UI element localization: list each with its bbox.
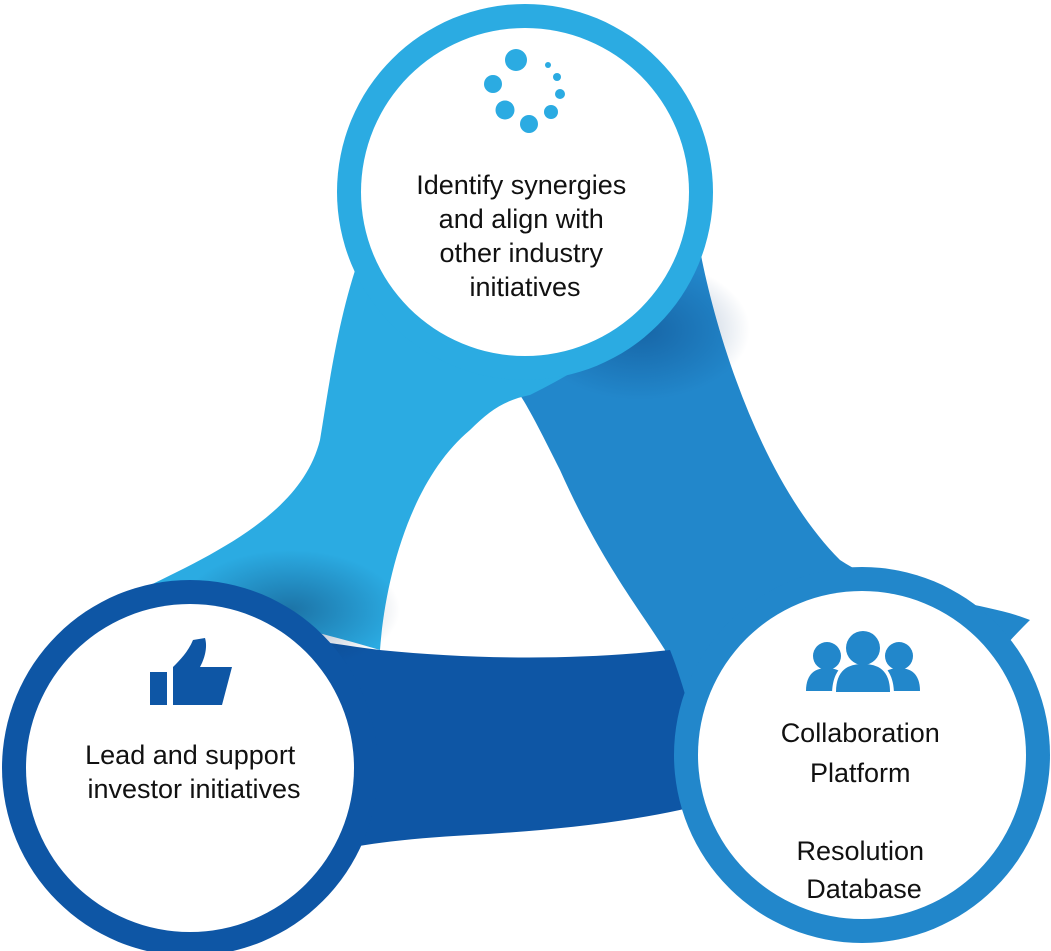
node-right-label: Collaboration Platform Resolution Databa… xyxy=(781,718,948,904)
loading-dots-icon xyxy=(484,49,565,133)
group-people-icon xyxy=(806,627,920,695)
node-left-label: Lead and support investor initiatives xyxy=(85,740,303,804)
thumbs-up-icon xyxy=(150,638,232,705)
node-top: Identify synergies and align with other … xyxy=(337,4,713,380)
node-top-label: Identify synergies and align with other … xyxy=(416,170,634,302)
node-left: Lead and support investor initiatives xyxy=(2,580,378,951)
node-right: Collaboration Platform Resolution Databa… xyxy=(674,567,1050,943)
